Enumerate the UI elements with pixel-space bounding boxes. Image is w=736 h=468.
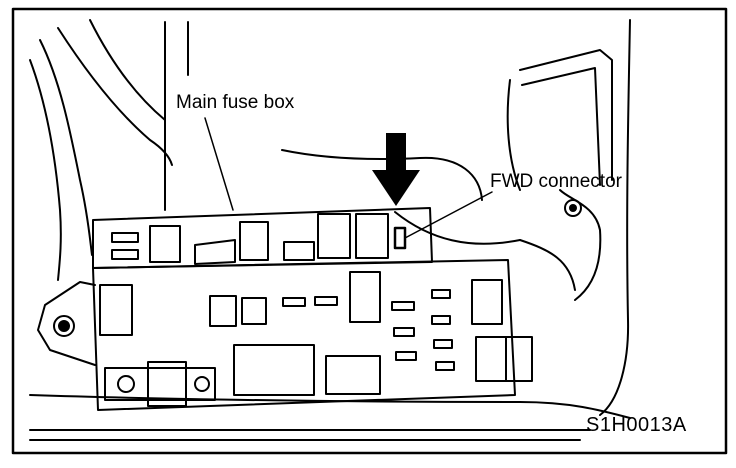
fwd-connector-part bbox=[393, 226, 407, 250]
vehicle-body-lines bbox=[29, 19, 631, 441]
bolt-icon bbox=[564, 199, 582, 217]
left-mounting-bracket bbox=[37, 281, 96, 366]
figure-frame bbox=[11, 7, 728, 455]
fwd-connector-leader bbox=[404, 191, 493, 239]
main-fuse-box-label: Main fuse box bbox=[176, 92, 295, 113]
down-arrow-icon bbox=[372, 133, 420, 206]
main-fuse-box-leader bbox=[204, 117, 234, 211]
fwd-connector-label: FWD connector bbox=[490, 171, 622, 192]
fuse-box-upper-tier bbox=[92, 207, 433, 269]
figure-code: S1H0013A bbox=[586, 414, 687, 436]
fuse-box-main-tier bbox=[92, 259, 533, 411]
